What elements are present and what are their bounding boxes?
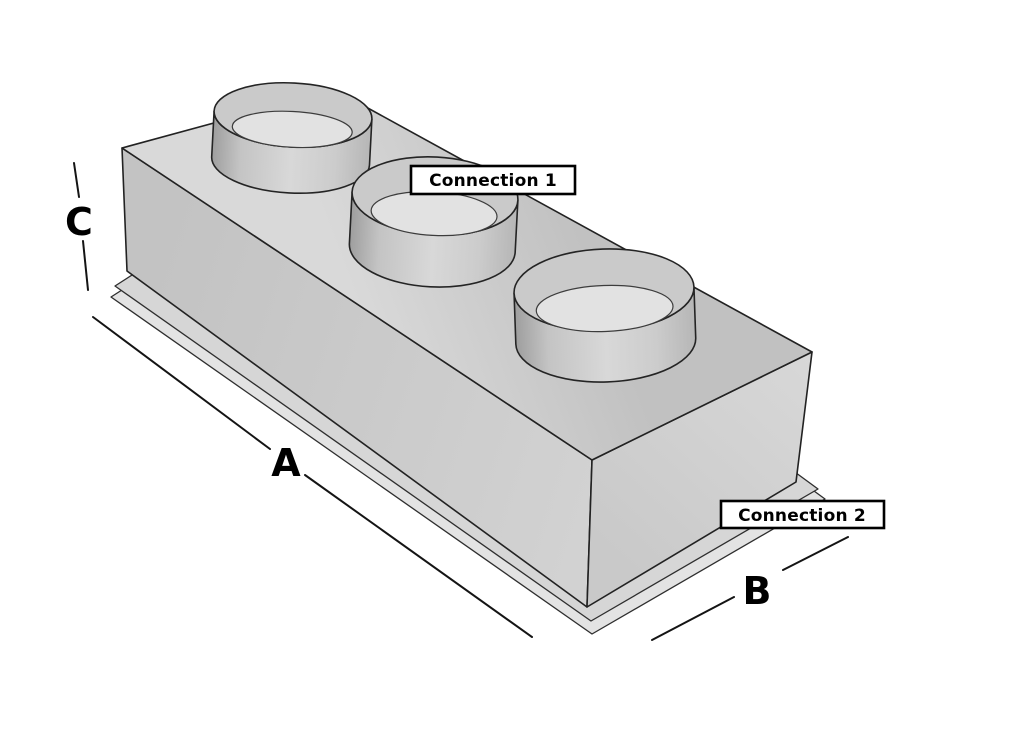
dimension-c: C <box>65 162 93 291</box>
collar-3-opening <box>535 284 674 333</box>
connection-1-box <box>409 164 577 196</box>
collar-2 <box>348 156 519 288</box>
dimension-a-line <box>92 316 533 638</box>
dimension-b: B <box>651 536 849 641</box>
collar-3 <box>513 248 697 383</box>
connection-2-callout: Connection 2 <box>719 499 886 530</box>
dimension-a: A <box>92 316 533 638</box>
dimension-c-label: C <box>65 200 93 244</box>
collar-1-opening <box>231 110 353 149</box>
collar-1 <box>210 81 373 194</box>
dimension-b-label: B <box>743 569 772 613</box>
dimension-c-line <box>73 162 89 291</box>
dimension-b-line <box>651 536 849 641</box>
connection-2-box <box>719 499 886 530</box>
connection-1-callout: Connection 1 <box>409 164 577 196</box>
connection-2-label: Connection 2 <box>738 506 866 526</box>
connection-1-label: Connection 1 <box>429 171 557 191</box>
dimension-a-label: A <box>271 441 301 485</box>
